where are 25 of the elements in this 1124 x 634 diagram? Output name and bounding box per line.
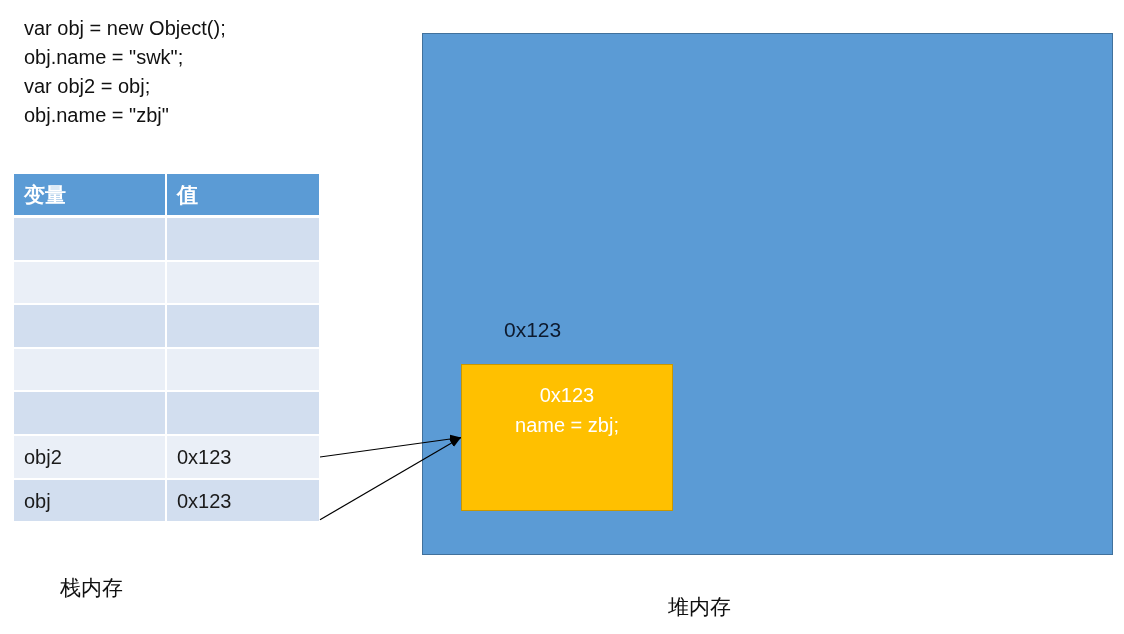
object-property: name = zbj; [515,413,619,438]
code-line: obj.name = "swk"; [24,45,184,70]
column-heading: 变量 [24,182,66,207]
table-row [14,436,319,478]
code-line: obj.name = "zbj" [24,103,169,128]
object-box [461,364,673,511]
column-heading: 值 [177,182,198,207]
code-line: var obj = new Object(); [24,16,226,41]
address-label: 0x123 [504,317,562,343]
table-header-row [14,174,319,215]
object-address: 0x123 [539,383,595,408]
arrow [319,434,462,458]
region-caption: 堆内存 [668,594,731,620]
table-row [14,392,319,434]
table-row [14,480,319,521]
variable-name: obj [24,488,51,513]
stored-value: 0x123 [177,445,232,469]
table-row [14,218,319,260]
code-line: var obj2 = obj; [24,74,151,99]
heap-panel [422,33,1113,555]
table-row [14,305,319,347]
region-caption: 栈内存 [60,575,123,601]
stored-value: 0x123 [177,488,232,513]
variable-name: obj2 [24,445,62,469]
arrow [319,436,462,521]
